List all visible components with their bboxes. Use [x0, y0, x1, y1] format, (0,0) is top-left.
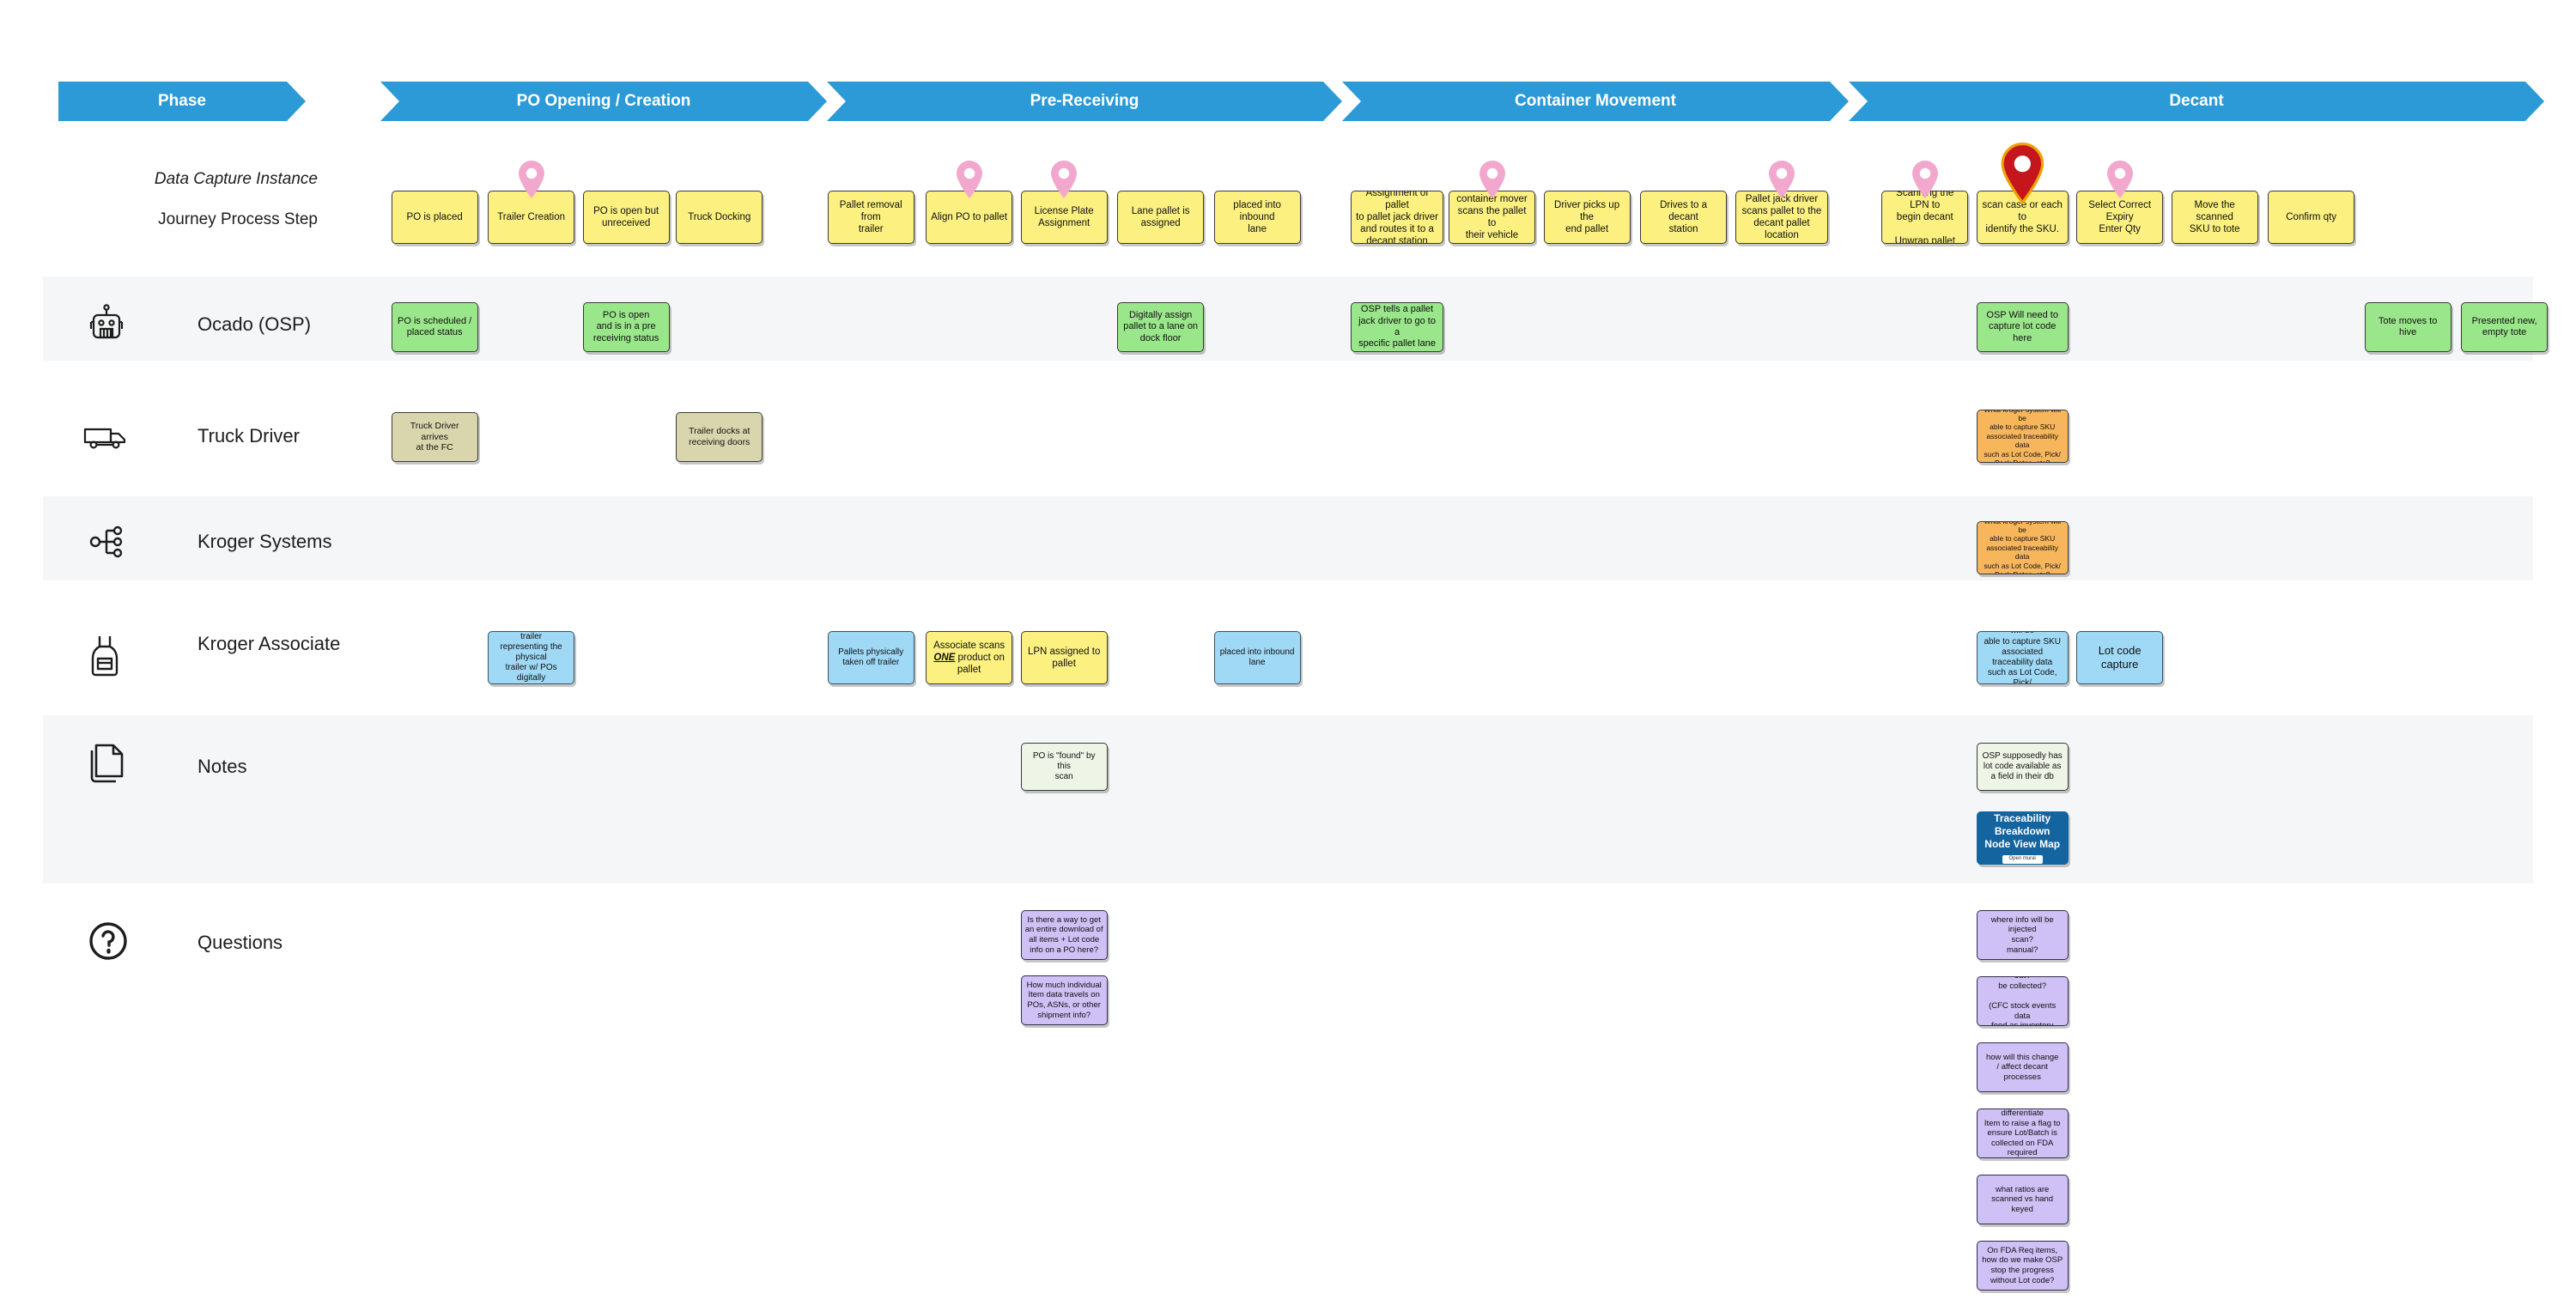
kroger-associate-card[interactable]: Create a digital trailer representing th…	[488, 631, 575, 684]
kroger-associate-card[interactable]: Lot code capture	[2076, 631, 2164, 684]
open-mural-badge[interactable]: Open mural	[2002, 855, 2043, 864]
journey-step-card[interactable]: PO is open but unreceived	[582, 191, 670, 244]
phase-label-banner: Phase	[58, 82, 306, 121]
journey-step-card[interactable]: PO is placed	[391, 191, 478, 244]
truck-driver-question-card[interactable]: What kroger system will be able to captu…	[1976, 410, 2069, 463]
kroger-associate-card[interactable]: What kroger system will be able to captu…	[1976, 631, 2069, 684]
ocado-card[interactable]: Presented new, empty tote	[2461, 302, 2549, 352]
truck-driver-card[interactable]: Trailer docks at receiving doors	[676, 412, 763, 462]
journey-step-card[interactable]: Move the scanned SKU to tote	[2171, 191, 2258, 244]
question-card[interactable]: Is there a way to get an entire download…	[1020, 910, 1108, 960]
phase-banner-pre-receiving[interactable]: Pre-Receiving	[827, 82, 1342, 121]
ocado-card[interactable]: PO is scheduled / placed status	[391, 302, 478, 352]
apron-icon	[86, 633, 131, 677]
journey-step-card[interactable]: Trailer Creation	[488, 191, 575, 244]
truck-driver-card[interactable]: Truck Driver arrives at the FC	[391, 412, 478, 462]
lane-title-kroger-systems: Kroger Systems	[197, 531, 332, 552]
journey-step-card[interactable]: Confirm qty	[2268, 191, 2355, 244]
note-icon	[86, 740, 131, 785]
map-pin-pink-icon	[1911, 160, 1940, 199]
journey-step-card[interactable]: placed into inbound lane	[1213, 191, 1301, 244]
phase-banner-container-movement[interactable]: Container Movement	[1342, 82, 1849, 121]
question-card[interactable]: How much individual Item data travels on…	[1020, 975, 1108, 1025]
kroger-associate-card[interactable]: placed into inbound lane	[1213, 631, 1301, 684]
lane-title-kroger-associate: Kroger Associate	[197, 633, 341, 654]
question-card[interactable]: where data will flow out / be collected?…	[1976, 976, 2069, 1026]
lane-title-truck-driver: Truck Driver	[197, 425, 300, 446]
journey-step-card[interactable]: License Plate Assignment	[1020, 191, 1108, 244]
journey-step-card[interactable]: Scanning the LPN to begin decant Unwrap …	[1881, 191, 1969, 244]
question-card[interactable]: what ratios are scanned vs hand keyed	[1976, 1175, 2069, 1224]
ocado-card[interactable]: OSP Will need to capture lot code here	[1976, 302, 2069, 352]
journey-step-card[interactable]: Pallet jack driver scans pallet to the d…	[1735, 191, 1829, 244]
kroger-associate-card[interactable]: Pallets physically taken off trailer	[827, 631, 914, 684]
map-pin-pink-icon	[955, 160, 984, 199]
map-pin-pink-icon	[517, 160, 546, 199]
map-pin-pink-icon	[1478, 160, 1507, 199]
phase-banner-decant[interactable]: Decant	[1849, 82, 2544, 121]
lane-title-ocado: Ocado (OSP)	[197, 313, 312, 335]
question-card[interactable]: How will OSP differentiate Item to raise…	[1976, 1109, 2069, 1158]
map-pin-red-icon	[2000, 143, 2045, 205]
network-icon	[84, 519, 129, 564]
rail-label-journey-process-step: Journey Process Step	[158, 210, 318, 228]
kroger-associate-card[interactable]: LPN assigned to pallet	[1020, 631, 1108, 684]
lane-band-krogersys	[43, 496, 2533, 580]
journey-step-card[interactable]: Pallet removal from trailer	[827, 191, 914, 244]
note-card[interactable]: OSP supposedly has lot code available as…	[1976, 743, 2069, 791]
question-card[interactable]: how will this change / affect decant pro…	[1976, 1042, 2069, 1092]
question-card[interactable]: On FDA Req items, how do we make OSP sto…	[1976, 1241, 2069, 1291]
note-card[interactable]: PO is "found" by this scan	[1020, 743, 1108, 791]
ocado-card[interactable]: OSP tells a pallet jack driver to go to …	[1350, 302, 1444, 352]
journey-step-card[interactable]: container mover scans the pallet to thei…	[1449, 191, 1535, 244]
journey-step-card[interactable]: Lane pallet is assigned	[1117, 191, 1205, 244]
ocado-card[interactable]: Tote moves to hive	[2364, 302, 2451, 352]
journey-step-card[interactable]: Drives to a decant station	[1640, 191, 1727, 244]
truck-icon	[82, 419, 127, 464]
map-pin-pink-icon	[1767, 160, 1796, 199]
lane-title-questions: Questions	[197, 932, 283, 953]
journey-step-card[interactable]: Assignment of pallet to pallet jack driv…	[1350, 191, 1444, 244]
map-pin-pink-icon	[2105, 160, 2135, 199]
journey-step-card[interactable]: Truck Docking	[676, 191, 763, 244]
ocado-card[interactable]: PO is open and is in a pre receiving sta…	[582, 302, 670, 352]
question-icon	[86, 919, 131, 963]
lane-title-notes: Notes	[197, 756, 247, 777]
map-pin-pink-icon	[1049, 160, 1078, 199]
question-card[interactable]: where info will be injected scan? manual…	[1976, 910, 2069, 960]
kroger-systems-question-card[interactable]: What kroger system will be able to captu…	[1976, 521, 2069, 574]
phase-banner-po-opening[interactable]: PO Opening / Creation	[380, 82, 827, 121]
robot-icon	[84, 301, 129, 345]
rail-label-data-capture-instance: Data Capture Instance	[154, 170, 318, 188]
lane-band-notes	[43, 715, 2533, 884]
journey-step-card[interactable]: Select Correct Expiry Enter Qty	[2076, 191, 2164, 244]
journey-step-card[interactable]: Driver picks up the end pallet	[1543, 191, 1631, 244]
ocado-card[interactable]: Digitally assign pallet to a lane on doc…	[1117, 302, 1205, 352]
